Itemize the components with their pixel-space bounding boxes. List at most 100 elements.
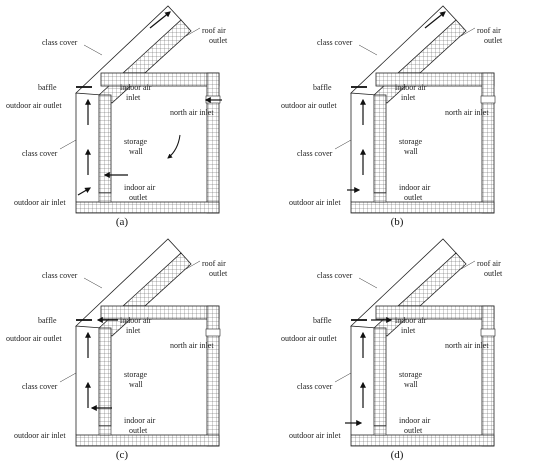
outdoor-air-outlet-label-c: outdoor air outlet — [6, 334, 62, 343]
class-cover-label-d: class cover — [317, 271, 353, 280]
north-vent-d — [480, 328, 496, 337]
storage-wall-b — [373, 94, 387, 194]
roof-air-label-d: roof air — [477, 259, 501, 268]
north-vent-c — [205, 328, 221, 337]
ceiling-slab-d — [375, 305, 495, 320]
leader-roof-c — [185, 260, 201, 270]
baffle-label-d: baffle — [313, 316, 332, 325]
storage-label-d: storage — [399, 370, 423, 379]
floor-vent-block-a — [98, 192, 112, 203]
class-cover-lower-label-b: class cover — [297, 149, 333, 158]
indoor-outlet-label-c: outlet — [129, 426, 148, 435]
panel-caption-b: (b) — [390, 216, 404, 228]
outdoor-air-outlet-label-b: outdoor air outlet — [281, 101, 337, 110]
ceiling-slab-c — [100, 305, 220, 320]
wall-label-b: wall — [404, 147, 418, 156]
floor-vent-block-c — [98, 425, 112, 436]
roof-outlet-label-d: outlet — [484, 269, 503, 278]
storage-wall-d — [373, 327, 387, 427]
airflow-arrow-b-2 — [424, 11, 446, 29]
leader-cover-c — [83, 277, 103, 289]
right-wall-a — [206, 72, 220, 214]
indoor-inlet-label-b: inlet — [401, 93, 416, 102]
indoor-air-top-label-d: indoor air — [395, 316, 427, 325]
panel-caption-c: (c) — [115, 449, 129, 461]
indoor-outlet-label-b: outlet — [404, 193, 423, 202]
outdoor-air-outlet-label-d: outdoor air outlet — [281, 334, 337, 343]
right-wall-d — [481, 305, 495, 447]
right-wall-c — [206, 305, 220, 447]
floor-slab-d — [350, 434, 495, 447]
leader-cover-b — [358, 44, 378, 56]
wall-label-c: wall — [129, 380, 143, 389]
schematic-c — [59, 238, 221, 447]
right-wall-b — [481, 72, 495, 214]
indoor-outlet-label-d: outlet — [404, 426, 423, 435]
outdoor-air-inlet-label-d: outdoor air inlet — [289, 431, 341, 440]
schematic-a — [59, 5, 222, 214]
leader-cover2-c — [59, 372, 77, 383]
leader-roof-a — [185, 27, 201, 37]
floor-vent-block-d — [373, 425, 387, 436]
indoor-air-top-label-b: indoor air — [395, 83, 427, 92]
class-cover-label-b: class cover — [317, 38, 353, 47]
north-air-inlet-label-c: north air inlet — [170, 341, 214, 350]
indoor-air-bottom-label-d: indoor air — [399, 416, 431, 425]
airflow-arrow-a-2 — [149, 11, 171, 29]
floor-vent-block-b — [373, 192, 387, 203]
roof-air-label-a: roof air — [202, 26, 226, 35]
schematic-d — [334, 238, 496, 447]
indoor-air-bottom-label-b: indoor air — [399, 183, 431, 192]
indoor-inlet-label-a: inlet — [126, 93, 141, 102]
storage-wall-a — [98, 94, 112, 194]
schematic-b — [334, 5, 496, 214]
storage-label-b: storage — [399, 137, 423, 146]
leader-roof-b — [460, 27, 476, 37]
leader-cover-a — [83, 44, 103, 56]
wall-label-d: wall — [404, 380, 418, 389]
leader-cover2-a — [59, 139, 77, 150]
north-air-inlet-label-d: north air inlet — [445, 341, 489, 350]
baffle-label-b: baffle — [313, 83, 332, 92]
outdoor-air-inlet-label-a: outdoor air inlet — [14, 198, 66, 207]
leader-cover2-d — [334, 372, 352, 383]
baffle-label-c: baffle — [38, 316, 57, 325]
baffle-label-a: baffle — [38, 83, 57, 92]
indoor-inlet-label-d: inlet — [401, 326, 416, 335]
panel-caption-a: (a) — [115, 216, 129, 228]
indoor-air-bottom-label-c: indoor air — [124, 416, 156, 425]
outdoor-air-inlet-label-b: outdoor air inlet — [289, 198, 341, 207]
north-air-inlet-label-a: north air inlet — [170, 108, 214, 117]
floor-slab-a — [75, 201, 220, 214]
class-cover-lower-label-d: class cover — [297, 382, 333, 391]
class-cover-lower-label-c: class cover — [22, 382, 58, 391]
outdoor-air-outlet-label-a: outdoor air outlet — [6, 101, 62, 110]
ceiling-slab-a — [100, 72, 220, 87]
roof-air-label-c: roof air — [202, 259, 226, 268]
indoor-air-top-label-a: indoor air — [120, 83, 152, 92]
floor-slab-b — [350, 201, 495, 214]
indoor-outlet-label-a: outlet — [129, 193, 148, 202]
panel-caption-d: (d) — [390, 449, 404, 461]
north-vent-b — [480, 95, 496, 104]
wall-label-a: wall — [129, 147, 143, 156]
leader-cover-d — [358, 277, 378, 289]
indoor-air-bottom-label-a: indoor air — [124, 183, 156, 192]
north-air-inlet-label-b: north air inlet — [445, 108, 489, 117]
diagram-panel-c: class cover roof air outlet baffle outdoor a… — [0, 233, 275, 466]
roof-outlet-label-a: outlet — [209, 36, 228, 45]
storage-label-a: storage — [124, 137, 148, 146]
class-cover-lower-label-a: class cover — [22, 149, 58, 158]
class-cover-label-c: class cover — [42, 271, 78, 280]
indoor-inlet-label-c: inlet — [126, 326, 141, 335]
airflow-arrow-a-5 — [77, 187, 92, 196]
roof-outlet-label-b: outlet — [484, 36, 503, 45]
storage-wall-c — [98, 327, 112, 427]
roof-air-label-b: roof air — [477, 26, 501, 35]
curved-airflow-arrow-a — [167, 134, 181, 159]
leader-cover2-b — [334, 139, 352, 150]
ceiling-slab-b — [375, 72, 495, 87]
